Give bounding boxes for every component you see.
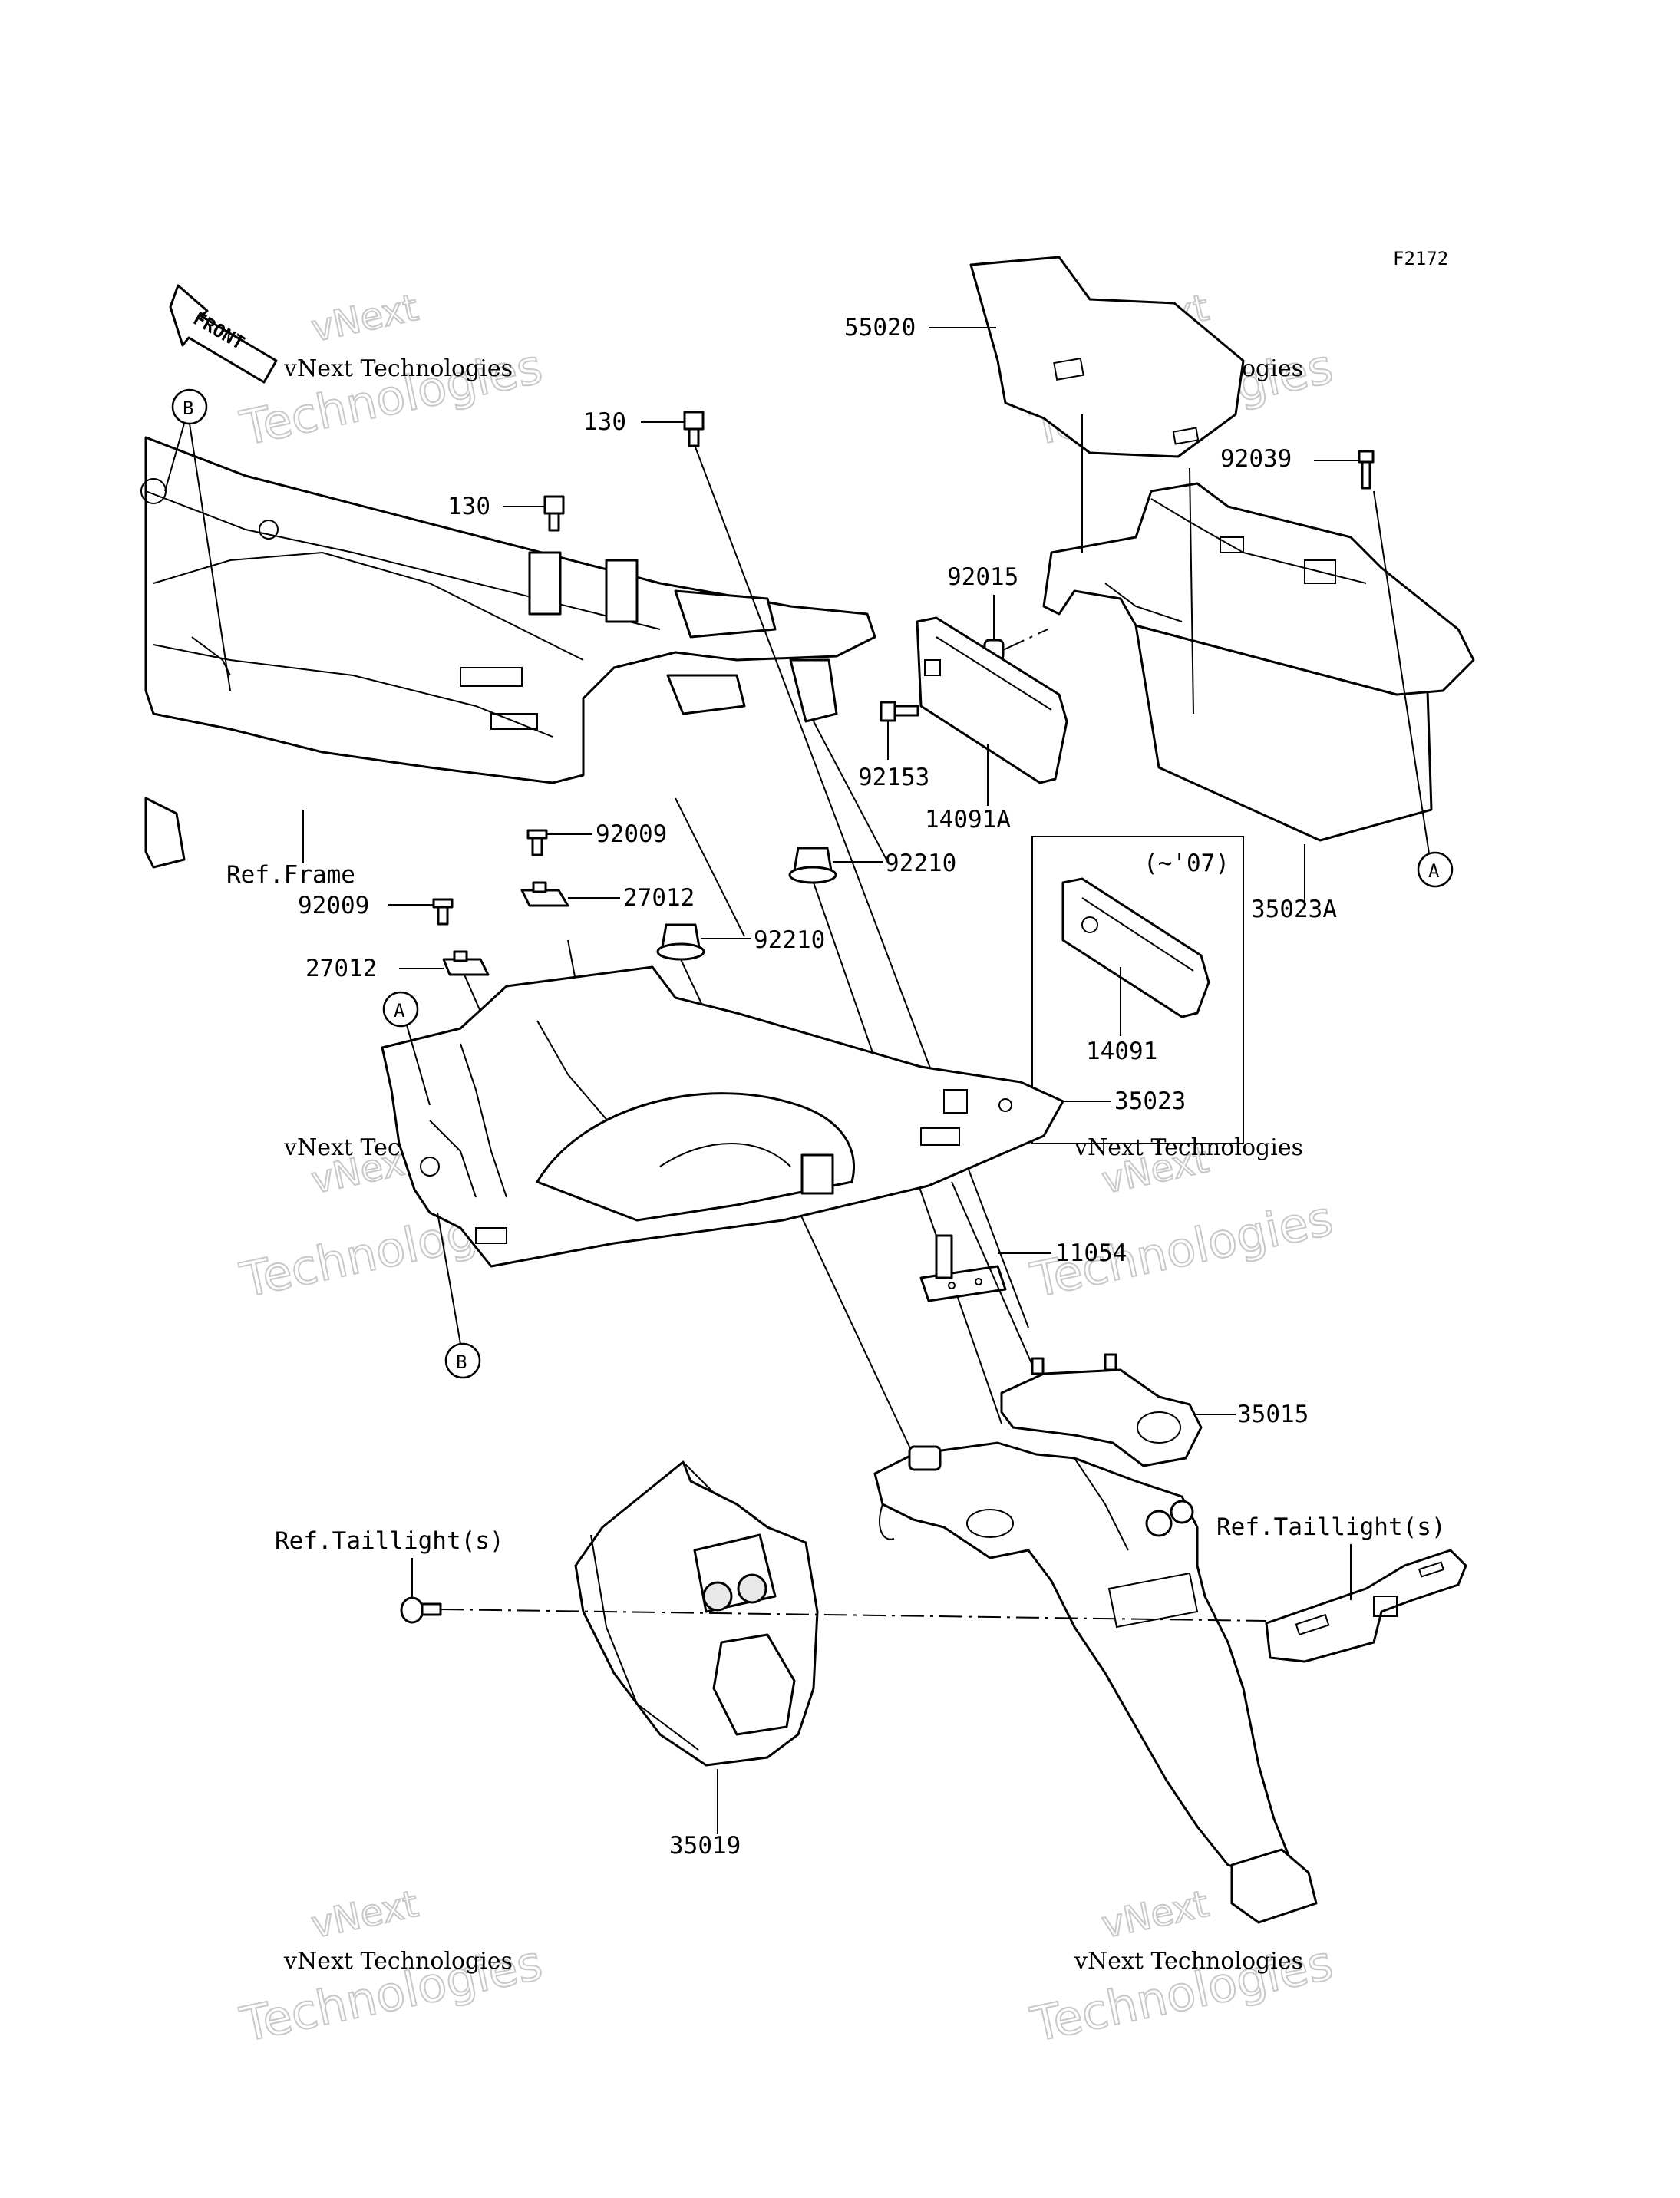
figure-code: F2172 xyxy=(1393,248,1448,269)
cover-14091a-drawing xyxy=(916,616,1068,784)
watermark-line2: vNext Technologies xyxy=(283,1948,513,1975)
part-number-92153: 92153 xyxy=(858,764,929,791)
axis-92015 xyxy=(1002,629,1048,651)
front-arrow-icon: FRONT xyxy=(169,284,278,384)
leader-92210-b-up xyxy=(675,797,745,937)
rear-fender-drawing xyxy=(873,1441,1318,1924)
watermark-bottom-left: vNext Technologies vNext Technologies xyxy=(235,1882,548,2054)
part-number-14091: 14091 xyxy=(1086,1038,1157,1065)
bolt-92009-b-icon xyxy=(432,898,454,926)
callout-ref-taillight-left: Ref.Taillight(s) xyxy=(275,1527,504,1555)
screw-92153-icon xyxy=(880,701,919,722)
marker-b-top: B xyxy=(164,388,231,691)
bolt-130-a-icon xyxy=(683,411,705,447)
leader-130-a-path xyxy=(694,444,1029,1328)
taillight-bracket-drawing xyxy=(1265,1549,1467,1663)
svg-text:B: B xyxy=(456,1351,467,1373)
callout-ref-frame: Ref.Frame xyxy=(226,861,355,889)
part-number-92009-b: 92009 xyxy=(298,892,369,919)
marker-b-bottom: B xyxy=(437,1212,481,1379)
part-number-35023a: 35023A xyxy=(1251,896,1337,923)
variant-box xyxy=(1031,836,1244,1144)
part-number-35023: 35023 xyxy=(1114,1087,1186,1115)
cover-14091-drawing xyxy=(1061,877,1210,1018)
marker-a-right: A xyxy=(1373,490,1454,888)
part-number-35019: 35019 xyxy=(669,1832,741,1860)
leader-55020-down-2 xyxy=(1189,467,1194,715)
watermark-line1: vNext xyxy=(308,286,422,351)
frame-drawing xyxy=(140,436,876,869)
watermark-line2: vNext Technologies xyxy=(1074,1948,1303,1975)
callout-variant-note: (~'07) xyxy=(1144,850,1229,877)
taillight-screw-icon xyxy=(400,1596,442,1624)
screw-92039-icon xyxy=(1358,450,1375,490)
part-number-92039: 92039 xyxy=(1220,445,1292,473)
nut-92210-a-icon xyxy=(788,847,837,884)
part-number-92009-a: 92009 xyxy=(596,820,667,848)
tray-35023a-drawing xyxy=(1042,482,1475,842)
part-number-11054: 11054 xyxy=(1055,1239,1127,1267)
bracket-35015-drawing xyxy=(1000,1353,1203,1467)
bracket-11054-drawing xyxy=(919,1234,1007,1302)
watermark-line1: vNext xyxy=(308,1883,422,1947)
part-number-130-b: 130 xyxy=(447,493,490,520)
svg-text:B: B xyxy=(183,398,193,419)
marker-a-left: A xyxy=(382,991,431,1106)
part-number-35015: 35015 xyxy=(1237,1401,1309,1428)
clip-27012-a-icon xyxy=(520,881,569,907)
axis-taillight xyxy=(440,1609,1267,1622)
part-number-130-a: 130 xyxy=(583,408,626,436)
tail-cover-35019-drawing xyxy=(574,1460,819,1767)
part-number-92015: 92015 xyxy=(947,563,1018,591)
cover-55020-drawing xyxy=(969,256,1245,458)
inner-fender-35023-drawing xyxy=(381,965,1064,1268)
part-number-92210-a: 92210 xyxy=(885,850,956,877)
svg-text:A: A xyxy=(1428,860,1440,882)
watermark-line1: vNext xyxy=(1098,1883,1213,1947)
svg-text:A: A xyxy=(394,1000,405,1021)
callout-ref-taillight-right: Ref.Taillight(s) xyxy=(1216,1513,1446,1541)
nut-92210-b-icon xyxy=(656,923,705,961)
leader-92210-a-up xyxy=(813,721,887,860)
part-number-14091a: 14091A xyxy=(925,806,1011,833)
watermark-line2: vNext Technologies xyxy=(283,355,513,382)
bolt-92009-a-icon xyxy=(526,829,548,856)
part-number-92210-b: 92210 xyxy=(754,926,825,954)
part-number-55020: 55020 xyxy=(844,314,916,342)
leader-11054-path xyxy=(951,1181,1037,1375)
bolt-130-b-icon xyxy=(543,495,565,532)
part-number-27012-a: 27012 xyxy=(623,884,695,912)
clip-27012-b-icon xyxy=(442,950,490,976)
watermark-top-left: vNext Technologies vNext Technologies xyxy=(235,285,548,457)
part-number-27012-b: 27012 xyxy=(305,955,377,982)
watermark-line2: vNext Technologies xyxy=(1074,1134,1303,1161)
watermark-mid-right: vNext Technologies vNext Technologies xyxy=(1025,1134,1338,1309)
